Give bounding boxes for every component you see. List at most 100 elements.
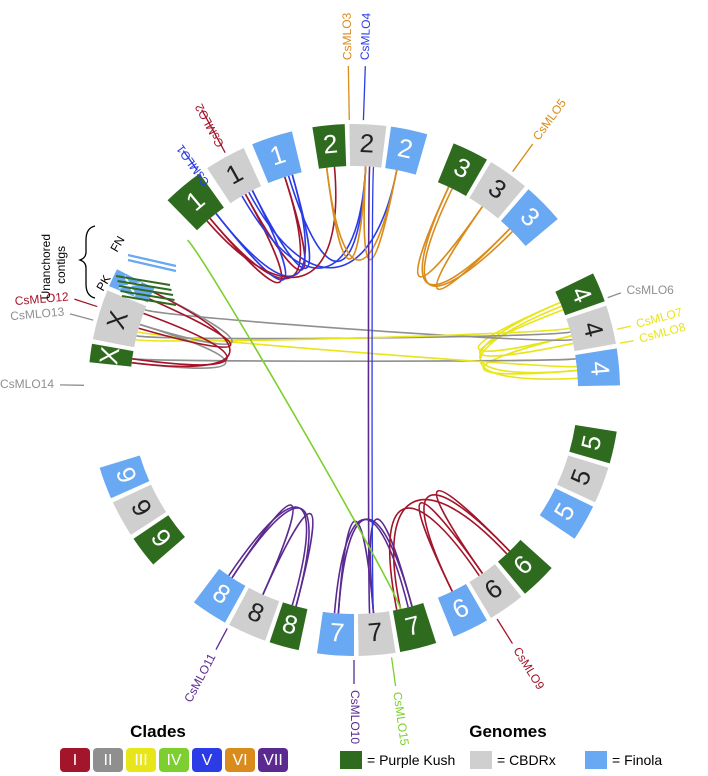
synteny-link	[392, 498, 508, 610]
segment-shape	[385, 126, 428, 175]
segment-label: 7	[367, 616, 384, 647]
gene-name: CsMLO13	[10, 305, 65, 324]
segment-4-finola: 4	[575, 348, 620, 387]
gene-tick	[347, 66, 350, 121]
unanchored-title-line2: contigs	[54, 246, 68, 284]
segment-5-purple-kush: 5	[569, 425, 617, 464]
synteny-link	[477, 301, 572, 352]
segment-1-purple-kush: 1	[167, 173, 224, 231]
segment-X-purple-kush: X	[89, 343, 134, 367]
clade-item-v: V	[192, 748, 222, 772]
clade-item-i: I	[60, 748, 90, 772]
gene-csmlo4: CsMLO4	[358, 12, 374, 121]
synteny-link	[287, 166, 367, 263]
segment-shape	[357, 611, 396, 656]
gene-name: CsMLO2	[192, 101, 227, 150]
segment-shape	[312, 124, 347, 169]
segment-label: 4	[585, 360, 616, 377]
segment-3-cbdrx: 3	[469, 161, 525, 219]
clade-swatch	[60, 748, 90, 772]
genome-item-finola: = Finola	[585, 751, 662, 769]
gene-csmlo3: CsMLO3	[340, 12, 354, 121]
segment-shape	[316, 611, 354, 656]
clade-label: V	[202, 752, 213, 769]
segment-shape	[539, 488, 594, 539]
gene-csmlo6: CsMLO6	[607, 283, 674, 299]
gene-csmlo5: CsMLO5	[512, 96, 569, 172]
segment-shape	[437, 583, 487, 637]
segment-6-purple-kush: 6	[497, 539, 552, 594]
synteny-link	[325, 167, 398, 261]
segment-2-cbdrx: 2	[349, 123, 387, 168]
segment-2-finola: 2	[385, 126, 428, 175]
synteny-link	[418, 501, 484, 592]
segment-shape	[500, 189, 558, 247]
synteny-link	[132, 312, 228, 366]
segment-2-purple-kush: 2	[312, 124, 347, 169]
segment-1-finola: 1	[252, 131, 302, 184]
segment-label: X	[93, 345, 125, 366]
segment-shape	[252, 131, 302, 184]
genome-swatch	[340, 751, 362, 769]
segment-label: 2	[395, 132, 415, 164]
gene-tick	[215, 628, 228, 650]
segment-X-cbdrx: X	[92, 290, 147, 348]
segment-5-finola: 5	[539, 488, 594, 539]
segment-shape	[437, 143, 487, 197]
segment-shape	[89, 343, 134, 367]
synteny-link	[333, 518, 409, 614]
genome-swatch	[585, 751, 607, 769]
gene-tick	[201, 109, 226, 154]
segment-shape	[469, 564, 522, 619]
gene-tick	[607, 292, 622, 299]
genome-swatch	[470, 751, 492, 769]
clade-item-iv: IV	[159, 748, 189, 772]
clade-label: II	[104, 752, 113, 769]
segment-8-purple-kush: 8	[269, 602, 308, 651]
clade-label: III	[134, 752, 147, 769]
synteny-link	[206, 166, 337, 279]
clade-item-iii: III	[126, 748, 156, 772]
pk-label: PK	[93, 273, 113, 294]
segment-7-finola: 7	[316, 611, 354, 656]
clade-swatch	[126, 748, 156, 772]
segment-shape	[269, 602, 308, 651]
gene-tick	[616, 325, 631, 330]
gene-name: CsMLO12	[14, 289, 69, 308]
segment-shape	[557, 455, 609, 503]
synteny-links	[131, 166, 578, 614]
clades-legend-title: Clades	[130, 722, 186, 741]
segment-4-purple-kush: 4	[555, 273, 605, 316]
segment-9-cbdrx: 9	[112, 484, 167, 535]
clade-label: I	[73, 752, 77, 769]
clade-item-vi: VI	[225, 748, 255, 772]
segment-8-finola: 8	[193, 568, 246, 623]
segment-shape	[575, 348, 620, 387]
segment-5-cbdrx: 5	[557, 455, 609, 503]
synteny-link	[135, 327, 570, 342]
gene-csmlo12: CsMLO12	[14, 289, 98, 308]
synteny-link	[367, 166, 371, 614]
segment-shape	[133, 515, 185, 565]
genome-label: = Purple Kush	[367, 752, 455, 768]
segment-4-cbdrx: 4	[566, 305, 616, 352]
clade-swatch	[159, 748, 189, 772]
synteny-link	[248, 169, 398, 269]
unanchored-brace	[77, 225, 96, 299]
gene-name: CsMLO4	[358, 12, 374, 60]
segment-shape	[99, 455, 150, 499]
gene-name: CsMLO5	[530, 96, 569, 143]
segment-3-purple-kush: 3	[437, 143, 487, 197]
segment-shape	[469, 161, 525, 219]
gene-csmlo13: CsMLO13	[10, 305, 94, 324]
pk-contig-lines	[115, 275, 177, 306]
synteny-link	[131, 291, 231, 368]
segment-7-purple-kush: 7	[392, 603, 437, 652]
fn-label: FN	[107, 234, 127, 255]
genome-legend-items: = Purple Kush= CBDRx= Finola	[340, 751, 662, 769]
clade-label: VI	[232, 752, 247, 769]
segment-label: 2	[359, 128, 375, 159]
segment-shape	[569, 425, 617, 464]
synteny-link	[186, 239, 402, 610]
